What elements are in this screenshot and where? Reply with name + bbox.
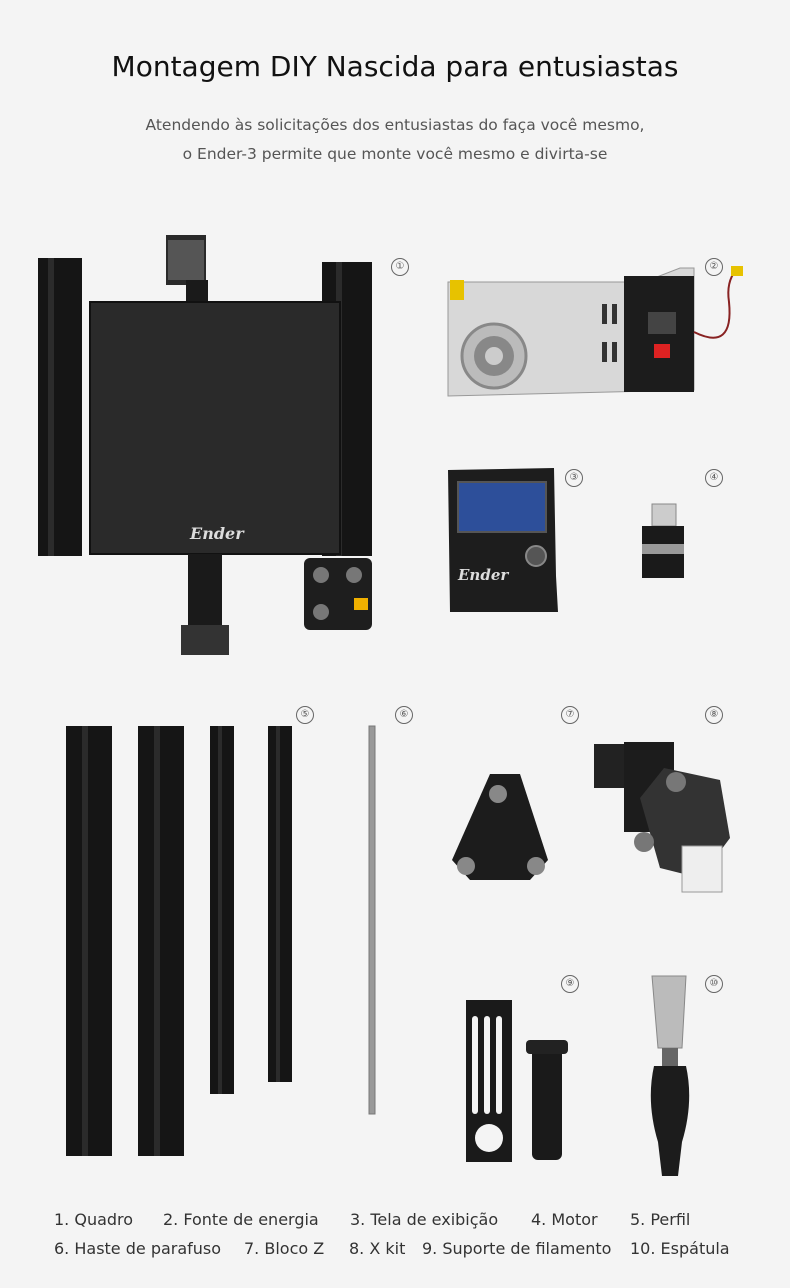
caption-6: 6. Haste de parafuso: [54, 1239, 222, 1258]
caption-2: 2. Fonte de energia: [163, 1210, 319, 1229]
marker-3: ③: [565, 469, 583, 487]
marker-9: ⑨: [561, 975, 579, 993]
spatula-image: [650, 975, 690, 1176]
x-kit-image: [594, 742, 730, 893]
filament-holder-image: [466, 1000, 568, 1162]
caption-1: 1. Quadro: [54, 1210, 134, 1229]
marker-7: ⑦: [561, 706, 579, 724]
motor-image: [642, 503, 684, 578]
display-screen-image: [448, 468, 558, 612]
caption-7: 7. Bloco Z: [244, 1239, 325, 1258]
profiles-image: [66, 726, 292, 1156]
marker-6: ⑥: [395, 706, 413, 724]
marker-4: ④: [705, 469, 723, 487]
marker-2: ②: [705, 258, 723, 276]
caption-5: 5. Perfil: [630, 1210, 691, 1229]
page-title: Montagem DIY Nascida para entusiastas: [111, 50, 679, 83]
lead-screw-image: [368, 725, 376, 1115]
z-block-image: [452, 774, 548, 880]
caption-4: 4. Motor: [531, 1210, 598, 1229]
marker-8: ⑧: [705, 706, 723, 724]
subtitle-line-2: o Ender-3 permite que monte você mesmo e…: [182, 145, 608, 163]
subtitle-line-1: Atendendo às solicitações dos entusiasta…: [145, 116, 645, 134]
caption-8: 8. X kit: [349, 1239, 406, 1258]
marker-5: ⑤: [296, 706, 314, 724]
power-supply-image: [447, 266, 743, 397]
frame-image: [38, 235, 372, 655]
caption-10: 10. Espátula: [630, 1239, 730, 1258]
frame-logo: Ender: [190, 524, 244, 543]
marker-10: ⑩: [705, 975, 723, 993]
caption-9: 9. Suporte de filamento: [422, 1239, 612, 1258]
caption-3: 3. Tela de exibição: [350, 1210, 499, 1229]
marker-1: ①: [391, 258, 409, 276]
display-logo: Ender: [458, 566, 509, 584]
